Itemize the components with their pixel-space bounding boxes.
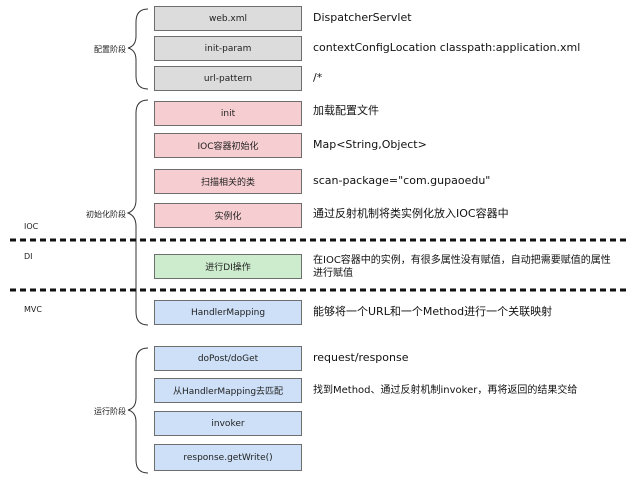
step-box-di: 进行DI操作 (154, 254, 302, 279)
section-label-mvc: MVC (24, 305, 42, 314)
brace-config (127, 8, 149, 90)
step-desc-ioc-container-init: Map<String,Object> (313, 138, 427, 151)
step-box-scan-classes: 扫描相关的类 (154, 169, 302, 194)
step-box-web-xml: web.xml (154, 6, 302, 31)
step-desc-match-handler-mapping: 找到Method、通过反射机制invoker，再将返回的结果交给 (313, 385, 578, 396)
step-box-response-getwrite: response.getWrite() (154, 444, 302, 471)
brace-init (126, 99, 149, 326)
section-label-di: DI (24, 252, 33, 261)
step-box-init-param: init-param (154, 36, 302, 61)
step-desc-handler-mapping: 能够将一个URL和一个Method进行一个关联映射 (313, 305, 553, 318)
step-box-dopost-doget: doPost/doGet (154, 346, 302, 371)
step-desc-instantiate: 通过反射机制将类实例化放入IOC容器中 (313, 207, 509, 220)
step-desc-di: 在IOC容器中的实例，有很多属性没有赋值，自动把需要赋值的属性进行赋值 (313, 255, 611, 279)
step-box-handler-mapping: HandlerMapping (154, 300, 302, 325)
phase-label-init: 初始化阶段 (86, 210, 126, 219)
step-desc-web-xml: DispatcherServlet (313, 11, 412, 24)
brace-run (127, 347, 149, 474)
step-desc-url-pattern: /* (313, 71, 323, 84)
step-desc-scan-classes: scan-package="com.gupaoedu" (313, 174, 491, 187)
step-box-init: init (154, 101, 302, 126)
step-box-ioc-container-init: IOC容器初始化 (154, 133, 302, 158)
section-label-ioc: IOC (24, 222, 39, 231)
phase-label-config: 配置阶段 (94, 45, 126, 54)
step-desc-dopost-doget: request/response (313, 351, 409, 364)
step-box-instantiate: 实例化 (154, 203, 302, 228)
step-box-match-handler-mapping: 从HandlerMapping去匹配 (154, 378, 302, 403)
phase-label-run: 运行阶段 (94, 407, 126, 416)
step-box-invoker: invoker (154, 411, 302, 436)
step-desc-init: 加载配置文件 (313, 104, 379, 117)
step-box-url-pattern: url-pattern (154, 66, 302, 91)
step-desc-init-param: contextConfigLocation classpath:applicat… (313, 41, 581, 54)
